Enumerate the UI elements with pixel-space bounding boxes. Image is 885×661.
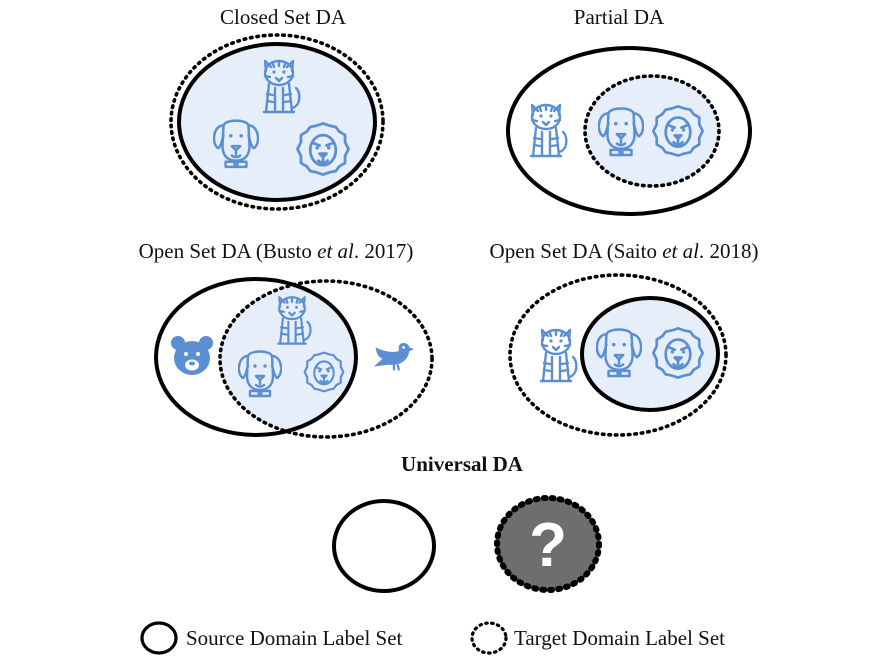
legend-source-label: Source Domain Label Set [186, 626, 403, 650]
partial-title: Partial DA [574, 5, 665, 29]
panel-closed-set: Closed Set DA [169, 5, 385, 211]
bear-icon [171, 336, 213, 375]
question-mark-icon: ? [529, 511, 567, 580]
open-set-saito-target-set [508, 273, 728, 437]
panel-open-set-busto: Open Set DA (Busto et al. 2017) [139, 239, 434, 439]
closed-set-title: Closed Set DA [220, 5, 347, 29]
bird-icon [372, 341, 416, 371]
universal-source-set [332, 499, 436, 593]
panel-universal: Universal DA ? [332, 452, 602, 593]
legend-target-label: Target Domain Label Set [514, 626, 725, 650]
universal-target-set [494, 495, 602, 593]
open-set-busto-source-set [154, 277, 358, 437]
universal-title: Universal DA [401, 452, 524, 476]
open-set-saito-source-set [580, 296, 720, 412]
tiger-icon [529, 103, 568, 158]
panel-open-set-saito: Open Set DA (Saito et al. 2018) [490, 239, 759, 437]
open-set-busto-target-set [218, 279, 434, 439]
partial-shared-area [585, 76, 719, 186]
legend: Source Domain Label Set Target Domain La… [140, 621, 725, 655]
open-set-busto-shared-area [220, 281, 356, 435]
closed-set-target-set [169, 33, 385, 211]
partial-target-set [583, 74, 721, 188]
open-set-saito-shared-area [582, 298, 718, 410]
panel-partial: Partial DA [506, 5, 752, 216]
universal-unknown-target-area [498, 499, 598, 589]
legend-target-swatch [470, 621, 508, 655]
open-set-busto-title: Open Set DA (Busto et al. 2017) [139, 239, 414, 263]
closed-set-source-set [177, 42, 377, 202]
tiger-icon [539, 328, 578, 383]
legend-source-swatch [140, 621, 178, 655]
open-set-saito-title: Open Set DA (Saito et al. 2018) [490, 239, 759, 263]
partial-source-set [506, 46, 752, 216]
